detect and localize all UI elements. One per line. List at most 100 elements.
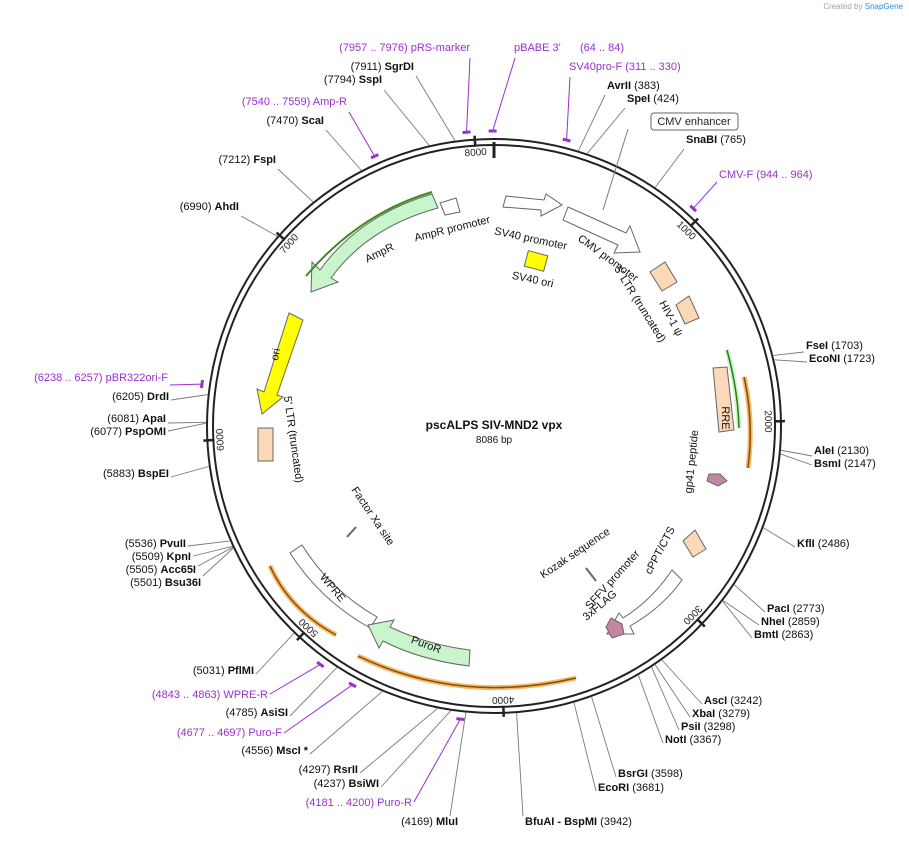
site-pos: (5536) [125, 538, 160, 550]
primer-mark-1 [488, 129, 497, 133]
site-pos: (3279) [715, 708, 750, 720]
site-label-0: (7911) SgrDI [351, 61, 414, 73]
site-label-34: SnaBI (765) [686, 134, 746, 146]
site-label-24: XbaI (3279) [692, 708, 750, 720]
feature-label-6: AmpR [363, 241, 396, 265]
site-pos: (3942) [597, 816, 632, 828]
site-leader-24 [654, 664, 691, 718]
leader-layer [167, 57, 813, 817]
cmv-enhancer-label: CMV enhancer [657, 116, 731, 128]
tick-3000 [696, 618, 706, 628]
ampr-arrow [310, 193, 439, 293]
tick-5000 [296, 631, 306, 642]
site-leader-29 [763, 527, 796, 548]
primer-leader-3 [566, 76, 571, 141]
site-leader-18 [449, 712, 467, 817]
site-label-27: NheI (2859) [761, 616, 820, 628]
site-leader-21 [591, 696, 617, 778]
site-leader-4 [240, 215, 278, 237]
site-name: BspEI [138, 468, 169, 480]
site-name: AhdI [215, 201, 239, 213]
rre-green-line [726, 349, 740, 429]
feature-arrows [256, 191, 735, 667]
site-leader-22 [637, 675, 664, 744]
site-pos: (2773) [790, 603, 825, 615]
sv40-ori-box [523, 250, 549, 272]
site-label-8: (5883) BspEI [103, 468, 169, 480]
site-name: Acc65I [161, 564, 196, 576]
feature-label-11: Factor Xa site [349, 485, 397, 548]
site-pos: (7794) [324, 74, 359, 86]
wpre-orange-line [269, 565, 337, 636]
site-label-14: (4785) AsiSI [226, 707, 288, 719]
site-name: DrdI [147, 391, 169, 403]
site-label-16: (4297) RsrII [299, 764, 358, 776]
site-leader-10 [192, 546, 233, 557]
ampr-mark [305, 191, 433, 277]
primer-label-2: (64 .. 84) [580, 42, 624, 54]
plasmid-name: pscALPS SIV-MND2 vpx [426, 418, 563, 432]
primer-mark-9 [456, 717, 465, 722]
site-name: MscI * [276, 745, 309, 757]
site-name: FseI [806, 340, 828, 352]
site-pos: (5509) [132, 551, 167, 563]
site-label-6: (6081) ApaI [107, 413, 166, 425]
site-leader-14 [289, 667, 338, 717]
feature-label-13: Kozak sequence [538, 526, 612, 581]
site-name: BsrGI [618, 768, 648, 780]
site-name: AscI [704, 695, 727, 707]
site-label-18: (4169) MluI [401, 816, 458, 828]
site-pos: (4297) [299, 764, 334, 776]
tick-label-6000: 6000 [215, 428, 227, 451]
site-name: BsiWI [348, 778, 379, 790]
primer-label-1: pBABE 3' [514, 42, 561, 54]
cmv-enhancer-callout: CMV enhancer [602, 112, 739, 211]
site-leader-30 [780, 453, 813, 466]
site-label-3: (7212) FspI [219, 154, 276, 166]
primer-label-7: (4843 .. 4863) WPRE-R [152, 689, 268, 701]
site-pos: (4237) [314, 778, 349, 790]
site-label-22: NotI (3367) [665, 734, 721, 746]
site-name: BfuAI - BspMI [525, 816, 597, 828]
kozak-mark [585, 567, 597, 582]
backbone-outer [206, 138, 782, 714]
primer-mark-6 [199, 379, 205, 389]
primer-mark-8 [348, 681, 357, 689]
feature-label-12: cPPT/CTS [643, 525, 678, 577]
site-leader-13 [255, 632, 295, 675]
site-leader-0 [415, 75, 456, 141]
site-name: ScaI [301, 115, 324, 127]
primer-label-3: SV40pro-F (311 .. 330) [569, 61, 681, 73]
site-name: SnaBI [686, 134, 717, 146]
site-label-2: (7470) ScaI [267, 115, 325, 127]
primer-leader-4 [348, 111, 376, 157]
site-leader-20 [573, 702, 597, 792]
site-name: BsmI [814, 458, 841, 470]
annotation-arcs [267, 349, 753, 691]
site-name: SspI [359, 74, 382, 86]
site-name: SpeI [627, 93, 650, 105]
site-label-23: PsiI (3298) [681, 721, 735, 733]
primer-mark-5 [689, 204, 698, 213]
feature-label-4: SV40 ori [511, 270, 555, 291]
site-name: PacI [767, 603, 790, 615]
ori-arrow [256, 312, 304, 415]
site-leader-35 [586, 107, 626, 154]
gp41-arrow [706, 473, 728, 487]
puror-arrow [367, 619, 471, 667]
site-name: BmtI [754, 629, 778, 641]
ampr-promoter-arrow [439, 197, 461, 216]
site-pos: (6205) [112, 391, 147, 403]
site-name: AsiSI [260, 707, 288, 719]
feature-label-10: gp41 peptide [683, 429, 702, 494]
site-label-25: AscI (3242) [704, 695, 762, 707]
site-leader-1 [383, 89, 430, 146]
site-name: PsiI [681, 721, 701, 733]
site-leader-28 [733, 584, 766, 613]
tick-7000 [275, 231, 286, 241]
primer-label-6: (6238 .. 6257) pBR322ori-F [34, 372, 168, 384]
site-leader-25 [661, 659, 703, 705]
feature-label-5: AmpR promoter [413, 214, 492, 245]
